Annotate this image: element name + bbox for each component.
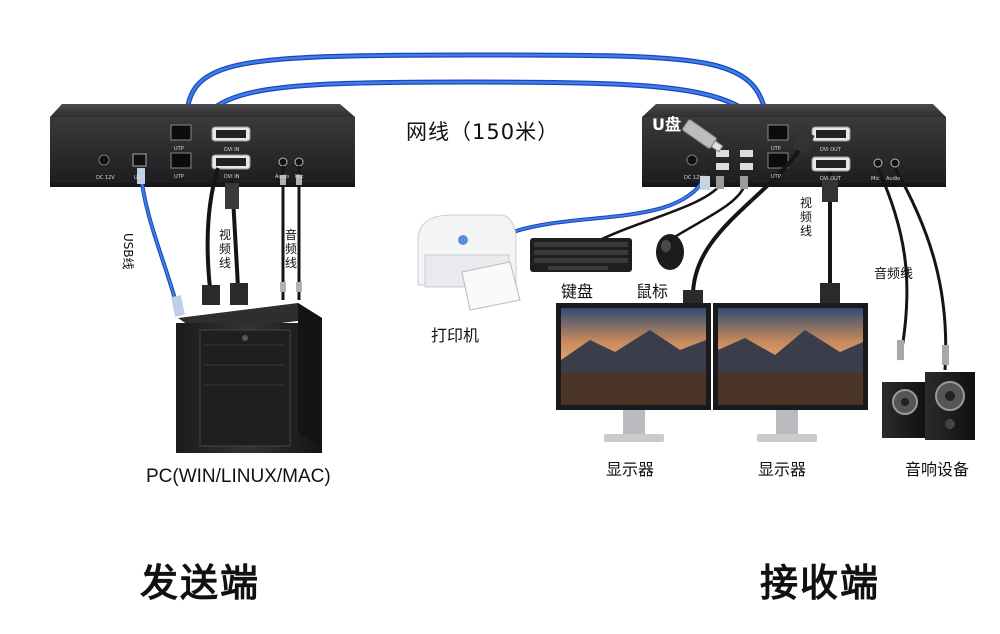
sender-video-cable-label: 视频线 <box>218 228 231 270</box>
receiver-utp-port-1 <box>767 124 789 141</box>
mouse <box>656 234 684 270</box>
receiver-audio-port <box>890 158 900 168</box>
receiver-audio-cable-1 <box>876 167 909 361</box>
keyboard-cable <box>599 181 724 242</box>
receiver-utp-port-2 <box>767 152 789 169</box>
usb-drive <box>682 119 724 153</box>
monitor-left-label: 显示器 <box>606 460 655 479</box>
sender-cables <box>137 166 302 317</box>
sender-usb-port <box>132 153 147 167</box>
receiver-unit <box>642 104 946 187</box>
receiver-video-cable-label: 视频线 <box>799 196 812 238</box>
keyboard <box>530 238 632 272</box>
speakers-label: 音响设备 <box>905 460 970 479</box>
speakers <box>882 372 975 440</box>
printer <box>417 214 521 311</box>
sender-audio-cable-label: 音频线 <box>284 228 297 270</box>
receiver-dc-port <box>686 154 698 166</box>
receiver-port-label-dvi-2: DVI OUT <box>820 176 841 182</box>
pc-tower <box>176 303 322 453</box>
receiver-port-label-mic: Mic <box>871 176 880 182</box>
sender-port-label-dvi-2: DVI IN <box>224 174 240 180</box>
receiver-audio-cable-2 <box>893 167 948 371</box>
sender-port-label-audio: Audio <box>275 174 290 180</box>
monitor-right-label: 显示器 <box>758 460 807 479</box>
sender-port-label-utp-1: UTP <box>174 146 184 152</box>
receiver-title: 接收端 <box>760 561 881 605</box>
sender-port-label-dc: DC 12V <box>96 175 115 181</box>
mouse-label: 鼠标 <box>636 282 669 301</box>
network-cable-label: 网线（150米） <box>406 120 560 144</box>
sender-port-label-dvi-1: DVI IN <box>224 147 240 153</box>
receiver-cables <box>512 129 949 371</box>
receiver-port-label-utp-1: UTP <box>771 146 781 152</box>
receiver-port-label-audio: Audio <box>886 176 901 182</box>
pc-label: PC(WIN/LINUX/MAC) <box>146 466 331 487</box>
monitor-right <box>713 303 868 442</box>
sender-utp-port-2 <box>170 152 192 169</box>
receiver-port-label-dc: DC 12V <box>684 175 703 181</box>
printer-label: 打印机 <box>431 326 480 345</box>
receiver-mic-port <box>873 158 883 168</box>
monitor-left <box>556 303 711 442</box>
sender-port-label-usb: USB <box>134 175 145 181</box>
usb-cable-label: USB线 <box>121 233 135 270</box>
sender-utp-port-1 <box>170 124 192 141</box>
receiver-audio-cable-label: 音频线 <box>874 267 914 282</box>
sender-video-cable-1 <box>205 167 220 289</box>
sender-title: 发送端 <box>140 561 261 605</box>
usb-drive-label: U盘 <box>652 115 681 134</box>
receiver-video-cable-1 <box>690 138 808 301</box>
receiver-port-label-dvi-1: DVI OUT <box>820 147 841 153</box>
mouse-cable <box>669 181 748 242</box>
receiver-port-label-utp-2: UTP <box>771 174 781 180</box>
sender-unit <box>50 104 355 187</box>
keyboard-label: 键盘 <box>561 282 594 301</box>
sender-port-label-utp-2: UTP <box>174 174 184 180</box>
sender-audio-port <box>278 157 288 167</box>
sender-mic-port <box>294 157 304 167</box>
sender-port-label-mic: Mic <box>295 174 304 180</box>
sender-dc-port <box>98 154 110 166</box>
